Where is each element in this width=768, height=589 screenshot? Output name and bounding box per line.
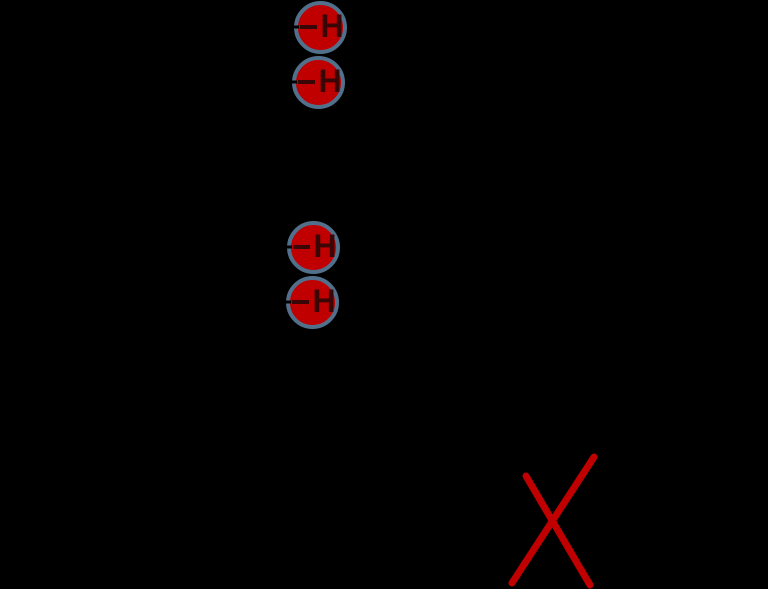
- x-mark-stroke: [508, 453, 598, 587]
- bond-line: [272, 245, 293, 249]
- bond-dash: [292, 245, 310, 249]
- bond-dash: [297, 80, 315, 84]
- x-mark-stroke: [522, 472, 594, 589]
- bond-dash: [291, 300, 309, 304]
- hydrogen-highlight-circle: H: [271, 275, 339, 329]
- hydrogen-label: H: [312, 283, 336, 320]
- bond-dash: [299, 25, 317, 29]
- hydrogen-highlight-circle: H: [277, 55, 345, 109]
- bond-line: [271, 300, 292, 304]
- hydrogen-highlight-circle: H: [279, 0, 347, 54]
- hydrogen-highlight-circle: H: [272, 220, 340, 274]
- hydrogen-label: H: [318, 63, 342, 100]
- hydrogen-label: H: [313, 228, 337, 265]
- bond-line: [279, 25, 300, 29]
- bond-line: [277, 80, 298, 84]
- hydrogen-label: H: [320, 8, 344, 45]
